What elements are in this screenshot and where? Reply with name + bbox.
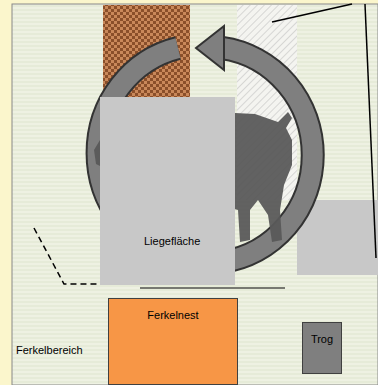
grey-area — [297, 200, 378, 275]
area-label: Ferkelbereich — [16, 344, 83, 356]
node-label: Trog — [311, 333, 333, 345]
node-label: Ferkelnest — [147, 309, 198, 321]
lying-area: Liegefläche — [100, 97, 235, 285]
gate-line — [365, 4, 376, 258]
slatted-floor — [103, 5, 190, 97]
node-label: Liegefläche — [144, 235, 200, 247]
hatched-area — [237, 5, 297, 200]
pen-floor — [12, 4, 378, 385]
pig-silhouette — [94, 108, 292, 242]
boundary-line — [140, 288, 285, 289]
rotation-arrows — [98, 26, 313, 280]
piglet-nest: Ferkelnest — [108, 298, 238, 385]
gate-line — [272, 4, 352, 22]
trough-box: Trog — [302, 322, 342, 374]
